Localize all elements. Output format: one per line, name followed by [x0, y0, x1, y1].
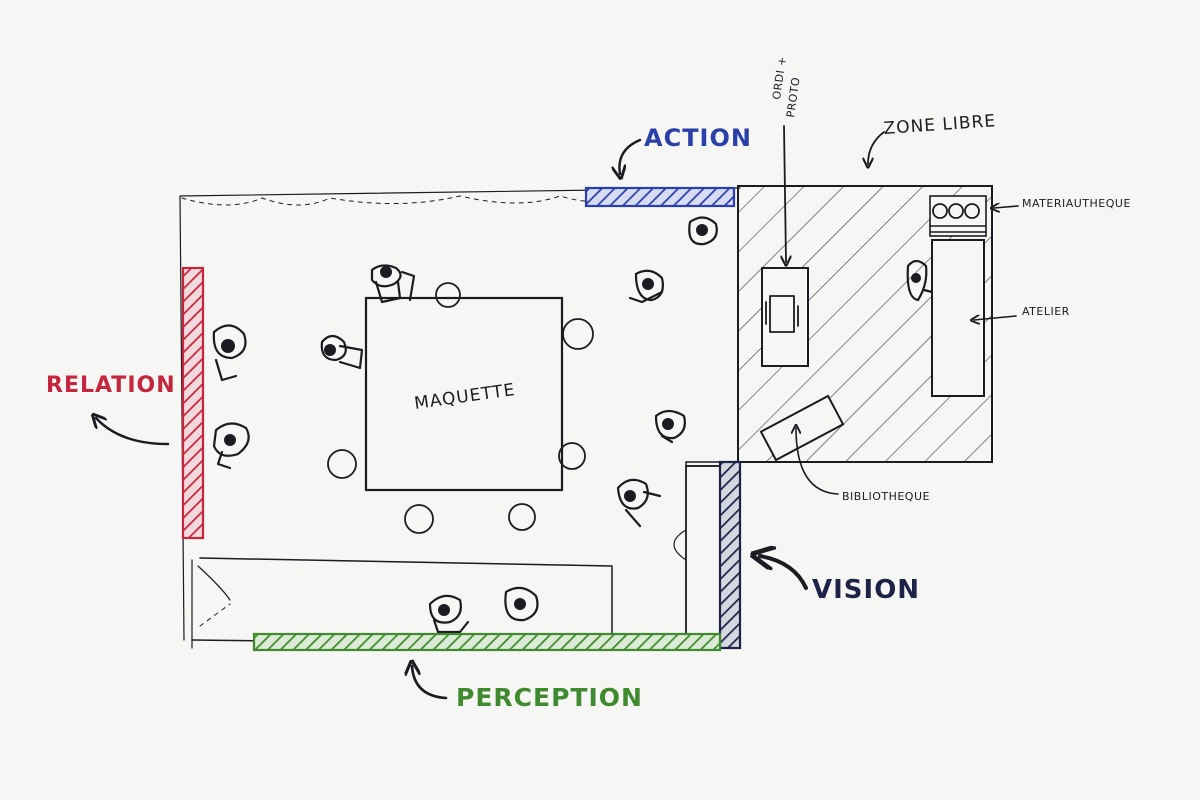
stools: [327, 282, 594, 534]
arrow-icon: [796, 428, 839, 495]
materiautheque-icon: [929, 195, 987, 237]
materiautheque-label: MATERIAUTHEQUE: [1022, 197, 1131, 210]
relation-band: [181, 266, 205, 540]
person-icon: [212, 324, 247, 382]
vision-label: VISION: [812, 575, 920, 605]
person-icon: [628, 269, 664, 304]
zone-libre-label: ZONE LIBRE: [883, 111, 997, 139]
stool-icon: [404, 504, 434, 534]
stool-icon: [558, 442, 586, 470]
person-icon: [504, 586, 539, 622]
atelier-label: ATELIER: [1022, 305, 1070, 318]
arrow-icon: [784, 125, 786, 262]
relation-label: RELATION: [46, 373, 176, 398]
person-icon: [688, 216, 718, 246]
stool-icon: [435, 282, 461, 308]
maquette-table: MAQUETTE: [364, 296, 564, 492]
stool-icon: [327, 449, 357, 479]
arrow-icon: [974, 316, 1017, 320]
arrow-icon: [96, 418, 170, 446]
annotations: ORDI + PROTO ZONE LIBRE MATERIAUTHEQUE A…: [46, 55, 1131, 712]
person-icon: [212, 422, 250, 470]
arrow-icon: [619, 138, 642, 174]
perception-band: [252, 632, 722, 652]
action-band: [584, 186, 736, 208]
person-icon: [370, 264, 416, 304]
people: [212, 216, 942, 634]
arrow-icon: [868, 131, 885, 164]
vision-band: [718, 460, 742, 650]
ordi-label-line1: ORDI +: [770, 55, 789, 100]
ordi-label-line2: PROTO: [784, 76, 803, 118]
atelier-table: [931, 239, 985, 397]
person-icon: [616, 478, 662, 528]
arrow-icon: [760, 556, 808, 590]
person-icon: [320, 334, 364, 370]
ordi-proto-table: [761, 267, 809, 367]
perception-label: PERCEPTION: [456, 683, 643, 712]
person-icon: [654, 409, 686, 444]
stool-icon: [508, 503, 536, 531]
arrow-icon: [412, 666, 448, 700]
arrow-icon: [994, 206, 1019, 208]
person-icon: [428, 594, 470, 634]
zone-libre-furniture: [759, 195, 987, 462]
action-label: ACTION: [644, 124, 752, 152]
bands: [181, 186, 742, 652]
stool-icon: [562, 318, 594, 350]
bibliotheque-label: BIBLIOTHEQUE: [842, 490, 930, 503]
bibliotheque-shelf: [759, 394, 845, 462]
